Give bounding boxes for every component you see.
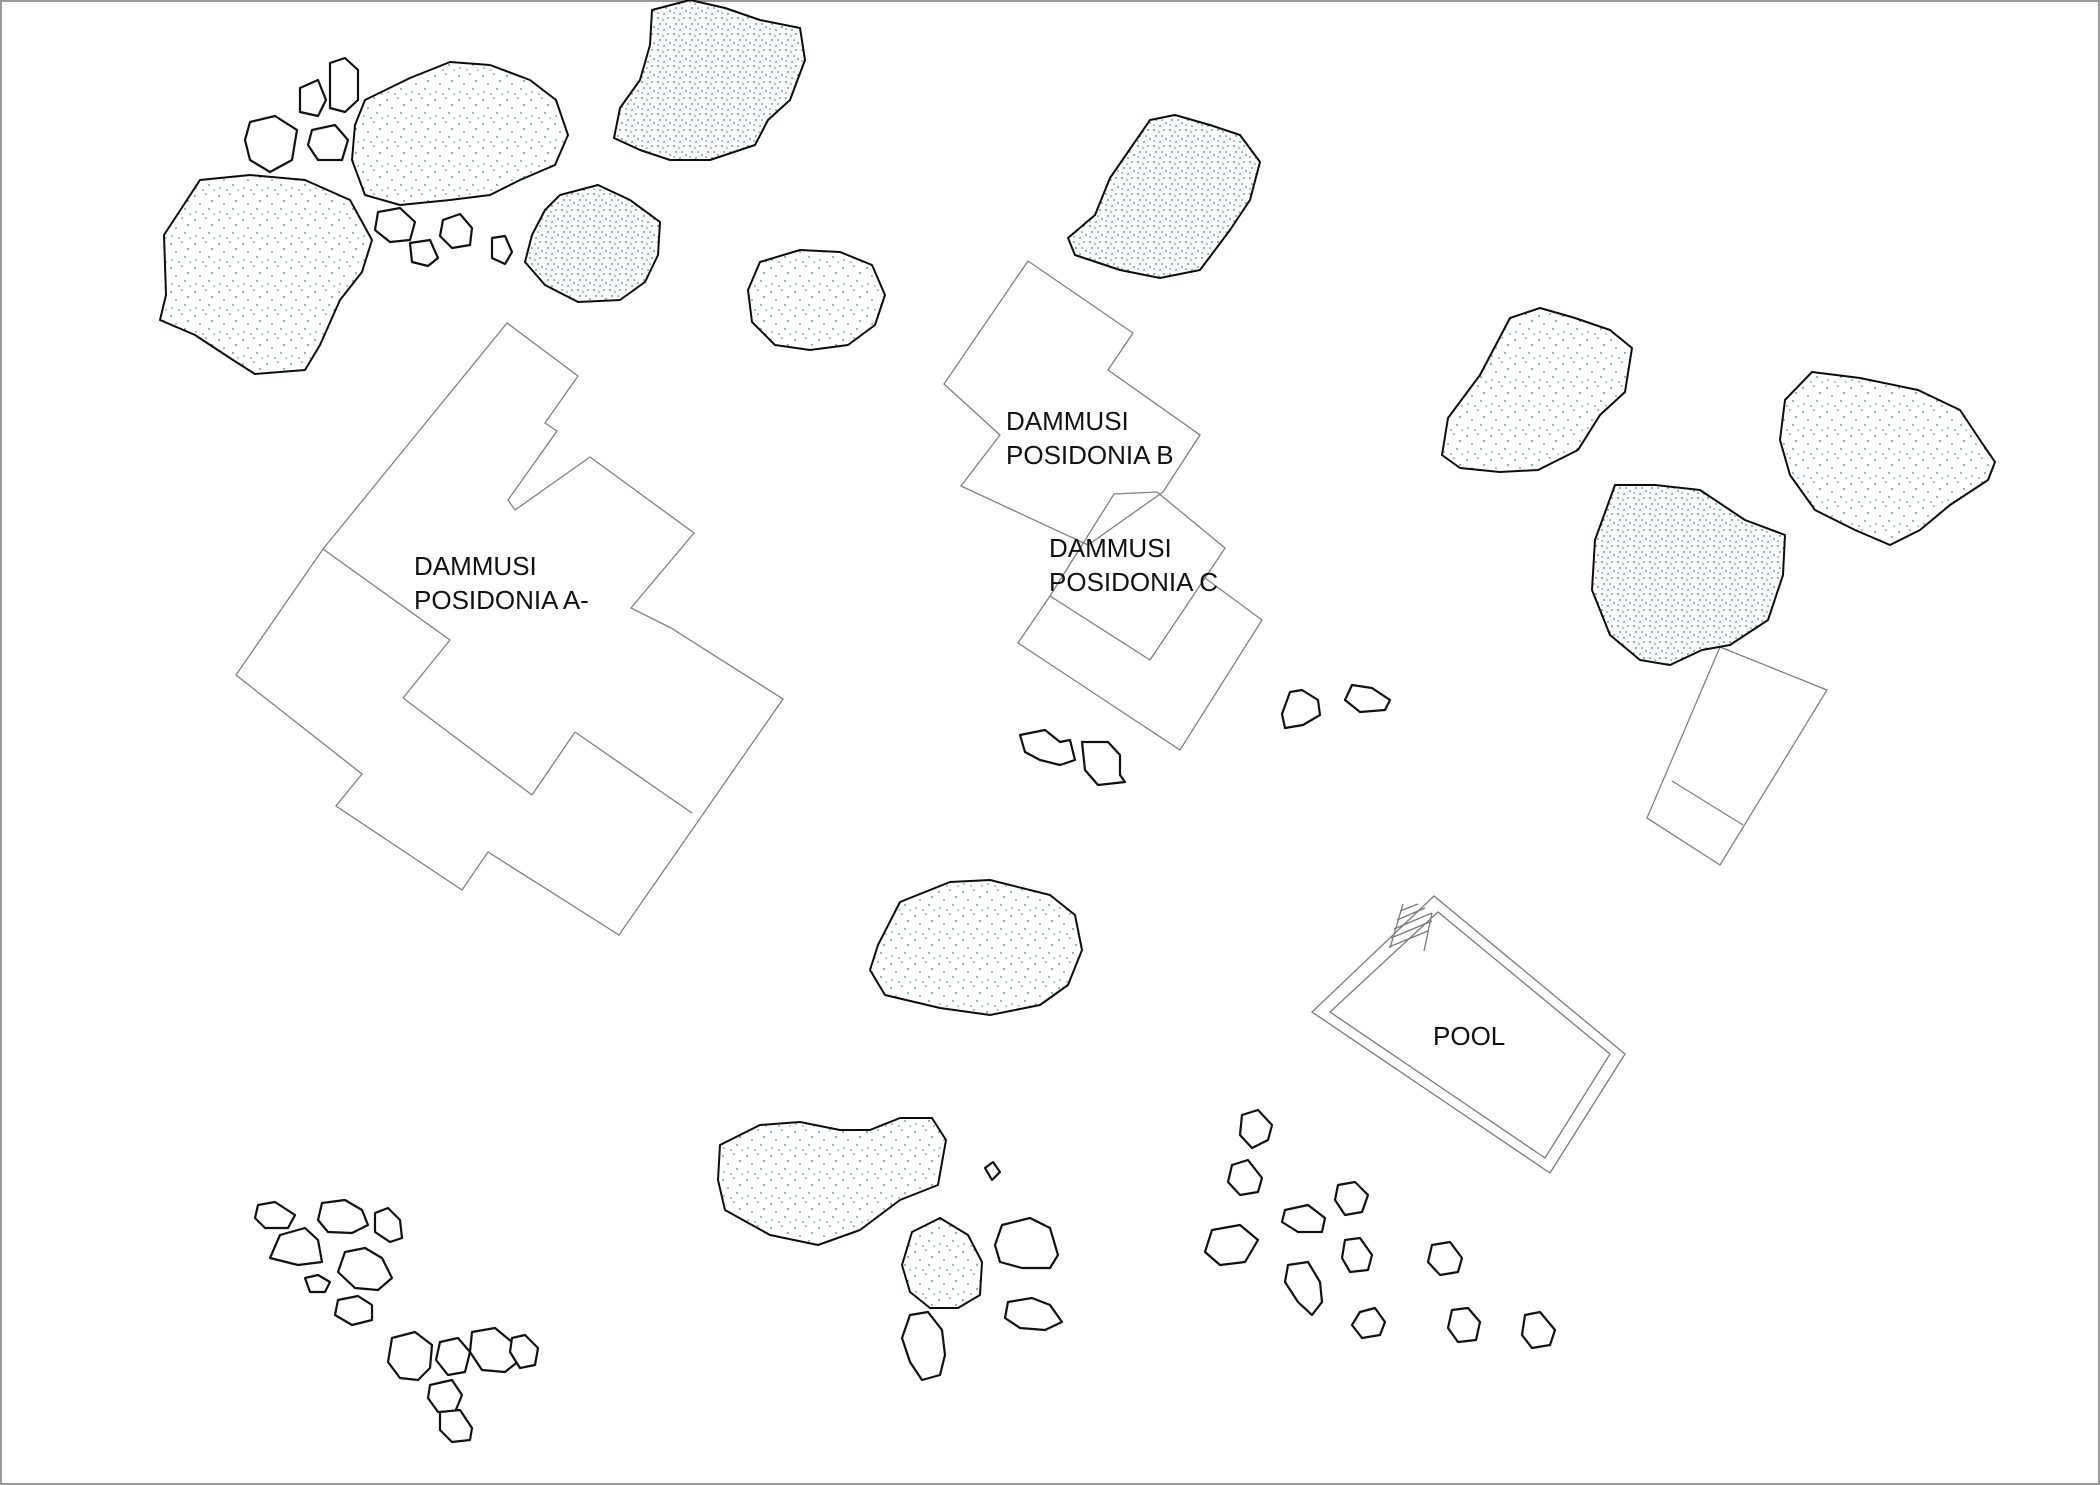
vegetation-stipple-icon — [1067, 114, 1261, 279]
rock-outline-icon — [253, 1200, 297, 1230]
rock-outline-icon — [1080, 740, 1127, 787]
rock-outline-icon — [438, 1408, 474, 1444]
rock-outline-icon — [434, 1336, 472, 1377]
rock-outline-icon — [303, 1273, 332, 1294]
rock-outline-icon — [1426, 1240, 1464, 1277]
rock-outline-icon — [1520, 1310, 1557, 1350]
rock-outline-icon — [900, 1310, 947, 1382]
rock-outline-icon — [333, 1294, 374, 1327]
vegetation-stipple-icon — [717, 1117, 947, 1246]
building-b-label-line1: DAMMUSI — [1006, 406, 1129, 436]
vegetation-stipple-icon — [1779, 371, 1996, 546]
building-c-label-line1: DAMMUSI — [1049, 533, 1172, 563]
rock-outline-icon — [1343, 683, 1392, 714]
rock-outline-icon — [426, 1378, 464, 1414]
building-c-outline — [1017, 491, 1263, 751]
rock-outline-icon — [306, 123, 350, 162]
building-a-outline — [235, 322, 784, 936]
annex-rectangle — [1646, 646, 1828, 866]
rock-outline-icon — [508, 1333, 540, 1370]
vegetation-stipple-icon — [901, 1217, 983, 1309]
vegetation-stipple-icon — [869, 879, 1083, 1016]
rock-outline-icon — [1226, 1158, 1264, 1197]
vegetation-stipple-icon — [1441, 307, 1633, 473]
rock-outline-icon — [1003, 1296, 1064, 1332]
building-a-label-line2: POSIDONIA A- — [414, 585, 589, 615]
rock-outline-icon — [1238, 1108, 1274, 1150]
building-b-label-line2: POSIDONIA B — [1006, 440, 1174, 470]
pool-outline — [1310, 895, 1626, 1174]
vegetation-stipple-icon — [159, 174, 373, 375]
vegetation-stipple-icon — [351, 61, 569, 206]
building-a-label: DAMMUSI POSIDONIA A- — [414, 551, 589, 615]
rock-outline-icon — [1018, 728, 1077, 767]
rock-outline-icon — [316, 1198, 370, 1235]
vegetation-stipple-icon — [747, 249, 886, 351]
rock-outlines — [243, 56, 1557, 1444]
rock-outline-icon — [373, 206, 417, 244]
building-a-label-line1: DAMMUSI — [414, 551, 537, 581]
rock-outline-icon — [983, 1160, 1002, 1182]
rock-outline-icon — [328, 56, 360, 114]
rock-outline-icon — [336, 1246, 394, 1292]
rock-outline-icon — [1340, 1236, 1374, 1274]
rock-outline-icon — [1333, 1180, 1370, 1217]
rock-outline-icon — [1350, 1306, 1387, 1340]
rock-outline-icon — [438, 212, 474, 250]
rock-outline-icon — [1446, 1306, 1482, 1344]
pool-steps — [1388, 903, 1433, 952]
building-c-label: DAMMUSI POSIDONIA C — [1049, 533, 1218, 597]
building-b-outline — [943, 260, 1201, 546]
vegetation-stipple-icon — [613, 0, 806, 161]
rock-outline-icon — [1280, 688, 1322, 730]
vegetation-stipple-icon — [1591, 484, 1786, 666]
pool-label: POOL — [1433, 1021, 1505, 1051]
building-c-label-line2: POSIDONIA C — [1049, 567, 1218, 597]
vegetation-stipple-icon — [524, 184, 661, 303]
rock-outline-icon — [490, 234, 514, 266]
rock-outline-icon — [1203, 1223, 1260, 1267]
rock-outline-icon — [386, 1330, 434, 1382]
rock-outline-icon — [373, 1206, 404, 1244]
rock-outline-icon — [993, 1216, 1060, 1270]
rock-outline-icon — [1280, 1203, 1327, 1234]
rock-outline-icon — [1283, 1260, 1324, 1317]
rock-outline-icon — [468, 1326, 522, 1374]
vegetation-areas — [159, 0, 1996, 1309]
building-b-label: DAMMUSI POSIDONIA B — [1006, 406, 1174, 470]
rock-outline-icon — [408, 238, 440, 268]
rock-outline-icon — [298, 78, 328, 118]
rock-outline-icon — [268, 1226, 324, 1267]
rock-outline-icon — [243, 114, 299, 174]
